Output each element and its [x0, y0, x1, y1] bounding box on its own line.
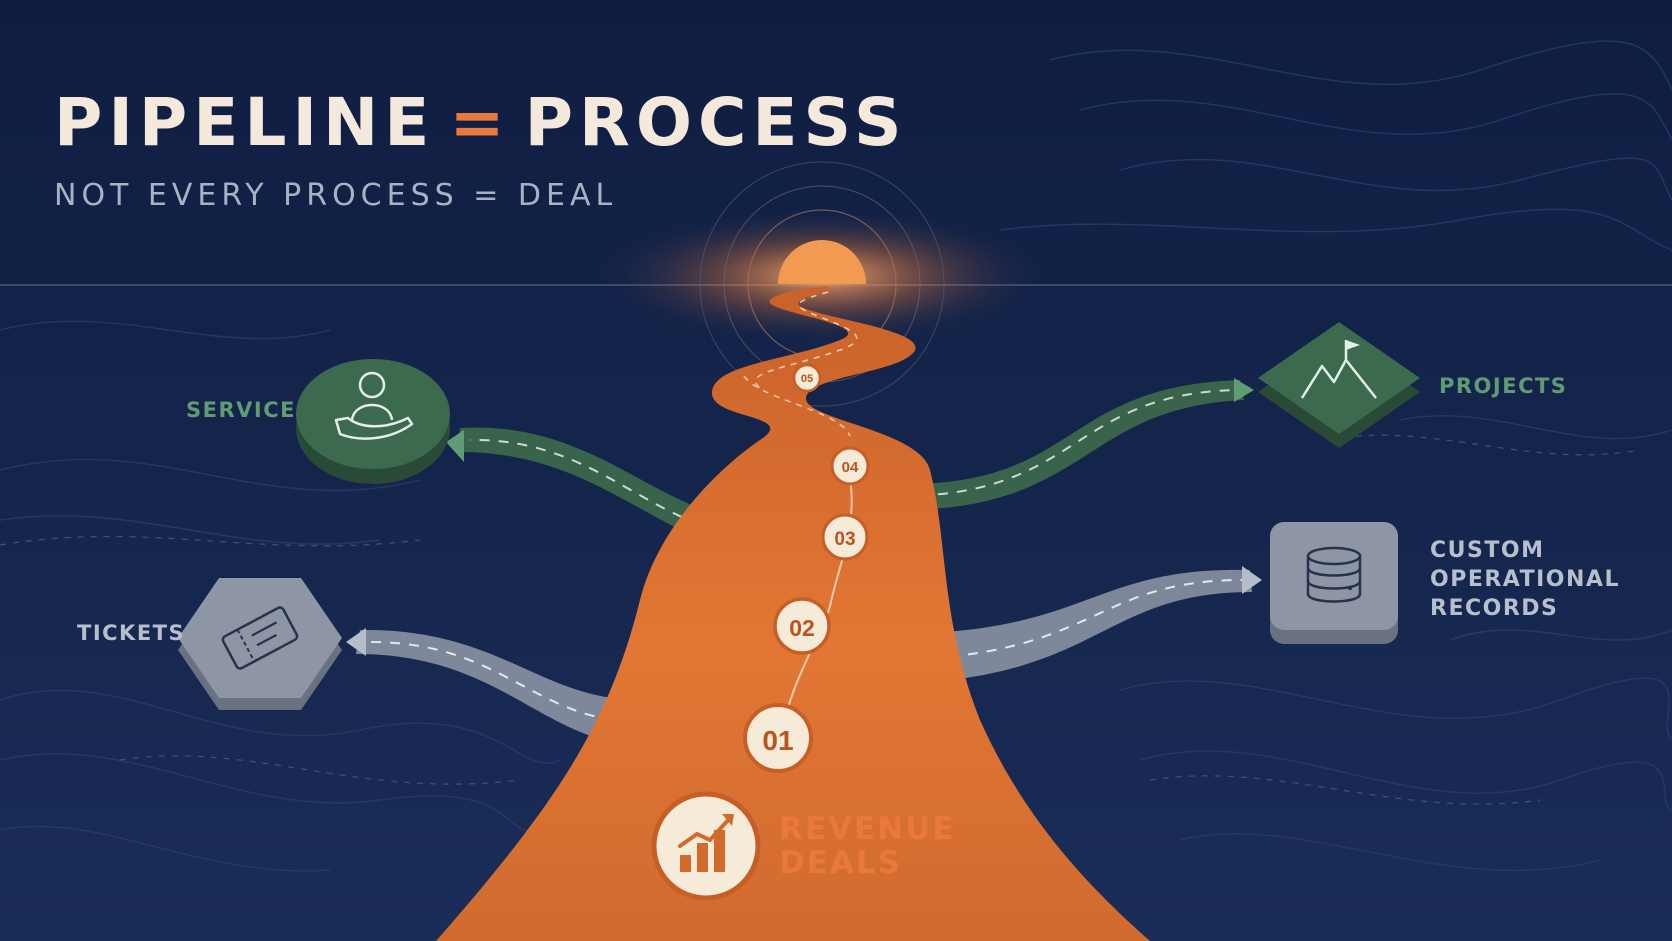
- stage-markers: 01 02 03 04 05: [743, 363, 870, 773]
- stage-marker-04: 04: [830, 446, 870, 486]
- custom-records-label: CUSTOM OPERATIONAL RECORDS: [1430, 538, 1620, 621]
- stage-label-05: 05: [801, 373, 813, 385]
- custom-branch-road: [890, 566, 1262, 684]
- bar-chart-icon: [651, 791, 761, 901]
- ticket-icon: [178, 578, 342, 710]
- tickets-branch-road: [346, 628, 640, 746]
- stage-label-04: 04: [842, 459, 859, 476]
- stage-label-02: 02: [789, 615, 815, 641]
- tickets-label: TICKETS: [77, 621, 186, 645]
- service-label: SERVICE: [186, 398, 296, 422]
- sun: [592, 161, 1052, 407]
- stage-marker-03: 03: [821, 513, 869, 561]
- hand-person-icon: [296, 359, 450, 484]
- projects-branch-road: [899, 378, 1254, 510]
- title-equals: =: [449, 84, 511, 161]
- title-right: PROCESS: [524, 84, 908, 161]
- stage-marker-01: 01: [743, 703, 813, 773]
- contour-lines: [0, 40, 1672, 872]
- page-title: PIPELINE=PROCESS: [54, 84, 908, 161]
- dashed-trails: [0, 434, 1641, 805]
- stage-label-01: 01: [762, 725, 793, 756]
- title-left: PIPELINE: [54, 84, 436, 161]
- stage-marker-02: 02: [773, 597, 831, 655]
- stage-label-03: 03: [834, 529, 855, 550]
- projects-label: PROJECTS: [1439, 374, 1568, 398]
- mountain-flag-icon: [1258, 322, 1420, 448]
- stage-marker-05: 05: [792, 363, 822, 393]
- database-icon: [1270, 522, 1398, 644]
- revenue-deals-label: REVENUE DEALS: [779, 811, 956, 881]
- page-subtitle: NOT EVERY PROCESS = DEAL: [54, 178, 618, 213]
